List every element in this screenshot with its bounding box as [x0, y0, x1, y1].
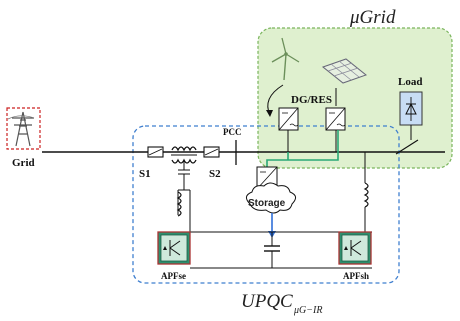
apf-series-converter: [157, 231, 191, 265]
solar-panel-icon: [321, 58, 368, 84]
upqc-label: UPQC: [241, 291, 293, 312]
storage-cloud: [246, 182, 296, 214]
pcc-label: PCC: [223, 127, 242, 137]
upqc-region: [132, 125, 400, 284]
wind-turbine-icon: [271, 37, 300, 81]
dg-converter-2: [325, 107, 346, 131]
shunt-inductor: [363, 182, 369, 208]
switch-s2-label: S2: [209, 168, 221, 180]
apf-sh-label: APFsh: [343, 271, 369, 281]
apf-se-label: APFse: [161, 271, 186, 281]
microgrid-region: [257, 27, 453, 169]
grid-label: Grid: [12, 157, 35, 169]
apf-shunt-converter: [338, 231, 372, 265]
dg-res-label: DG/RES: [291, 94, 332, 106]
upqc-subscript: μG−IR: [293, 305, 322, 316]
load-icon: [399, 91, 423, 126]
storage-label: Storage: [248, 198, 286, 209]
switch-s1-label: S1: [139, 168, 151, 180]
grid-tower: [6, 107, 41, 150]
dc-link-green: [266, 130, 339, 167]
series-inductor: [176, 191, 182, 217]
load-label: Load: [398, 76, 422, 88]
microgrid-title: μGrid: [349, 7, 396, 28]
dg-converter-1: [278, 107, 299, 131]
